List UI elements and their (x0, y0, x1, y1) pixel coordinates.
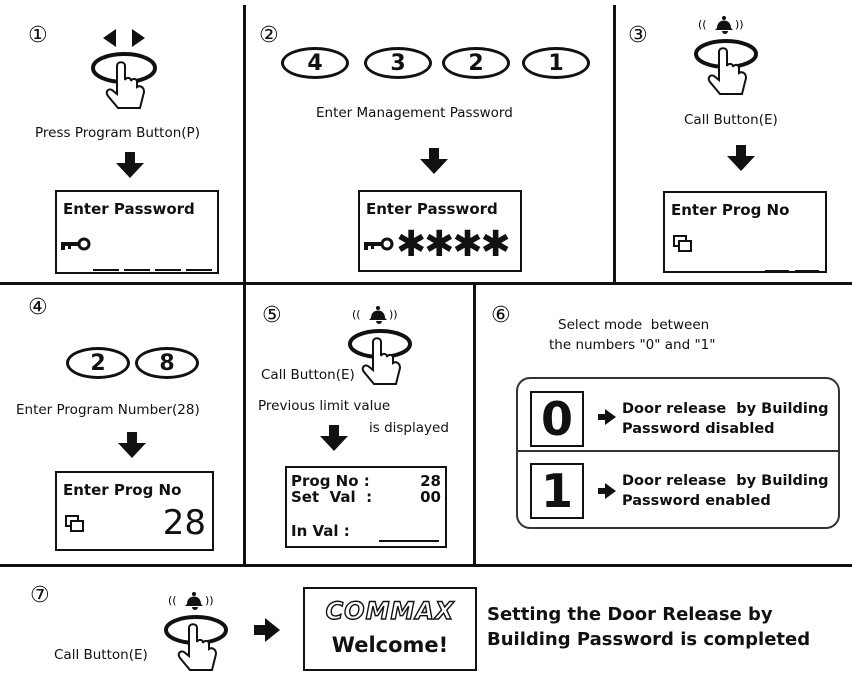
prog-blanks (765, 259, 821, 278)
step1-screen-title: Enter Password (63, 200, 195, 218)
down-arrow-icon (116, 152, 144, 182)
step5-screen: Prog No : 28 Set Val : 00 In Val : (285, 466, 447, 548)
copy-icon (65, 515, 85, 537)
right-arrow-icon (598, 483, 616, 503)
key-8: 8 (135, 347, 199, 379)
divider-row1-col2 (613, 5, 616, 283)
set-val-value: 00 (420, 488, 441, 506)
commax-logo: COMMAX (325, 596, 455, 625)
divider-row2-col1 (243, 283, 246, 565)
svg-text:((: (( (168, 594, 177, 607)
left-right-arrows-icon (103, 28, 145, 52)
key-3: 3 (364, 47, 432, 79)
mode-0-line2: Password disabled (622, 421, 775, 437)
svg-text:((: (( (698, 18, 707, 31)
step4-screen-title: Enter Prog No (63, 481, 182, 499)
completion-message-line2: Building Password is completed (487, 629, 811, 650)
step6-number: ⑥ (491, 303, 511, 328)
mode-divider (518, 450, 838, 452)
step4-number: ④ (28, 295, 48, 320)
step6-title-line1: Select mode between (558, 317, 710, 333)
step3-screen-title: Enter Prog No (671, 201, 790, 219)
step3-screen: Enter Prog No (663, 191, 827, 273)
welcome-text: Welcome! (331, 633, 449, 657)
step2-label: Enter Management Password (316, 105, 513, 121)
step5-button-label: Call Button(E) (261, 367, 355, 383)
key-icon (364, 236, 394, 255)
password-stars: ✱✱✱✱ (396, 224, 511, 265)
copy-icon (673, 235, 693, 257)
down-arrow-icon (320, 425, 348, 455)
call-button-icon: (( )) (160, 586, 230, 675)
key-4: 4 (281, 47, 349, 79)
down-arrow-icon (118, 432, 146, 462)
svg-text:)): )) (205, 594, 214, 607)
mode-selection-box: 0 Door release by Building Password disa… (516, 377, 840, 529)
prog-no-label: Prog No : (291, 472, 370, 490)
password-blanks (93, 258, 213, 277)
in-val-blank (379, 540, 439, 542)
step5-note-line2: is displayed (369, 420, 449, 436)
divider-row2-bottom (0, 564, 852, 567)
step1-number: ① (28, 23, 48, 48)
step4-screen-value: 28 (162, 503, 206, 543)
key-2: 2 (442, 47, 510, 79)
divider-row1-bottom (0, 282, 852, 285)
svg-text:((: (( (352, 308, 361, 321)
divider-row1-col1 (243, 5, 246, 283)
set-val-label: Set Val : (291, 488, 373, 506)
divider-row2-col2 (473, 283, 476, 565)
step2-number: ② (259, 23, 279, 48)
key-2: 2 (66, 347, 130, 379)
step4-screen: Enter Prog No 28 (55, 471, 214, 551)
step7-number: ⑦ (30, 583, 50, 608)
svg-text:)): )) (735, 18, 744, 31)
mode-1-digit: 1 (530, 463, 584, 519)
prog-no-value: 28 (420, 472, 441, 490)
step4-label: Enter Program Number(28) (16, 402, 200, 418)
step2-screen: Enter Password ✱✱✱✱ (358, 190, 522, 272)
down-arrow-icon (727, 145, 755, 175)
down-arrow-icon (420, 148, 448, 178)
step1-screen: Enter Password (55, 190, 219, 274)
step5-number: ⑤ (262, 303, 282, 328)
right-arrow-icon (254, 618, 280, 646)
step1-label: Press Program Button(P) (35, 125, 200, 141)
key-icon (61, 236, 91, 255)
key-1: 1 (522, 47, 590, 79)
call-button-icon: (( )) (690, 10, 760, 99)
mode-0-line1: Door release by Building (622, 401, 829, 417)
svg-text:)): )) (389, 308, 398, 321)
right-arrow-icon (598, 409, 616, 429)
in-val-label: In Val : (291, 522, 350, 540)
step3-number: ③ (628, 23, 648, 48)
mode-1-line2: Password enabled (622, 493, 771, 509)
step7-label: Call Button(E) (54, 647, 148, 663)
mode-0-digit: 0 (530, 391, 584, 447)
step5-note-line1: Previous limit value (258, 398, 391, 414)
step7-screen: COMMAX Welcome! (303, 587, 477, 671)
call-button-icon: (( )) (344, 300, 414, 389)
step3-label: Call Button(E) (684, 112, 778, 128)
program-button-icon (90, 52, 160, 116)
step6-title-line2: the numbers "0" and "1" (549, 337, 716, 353)
step2-screen-title: Enter Password (366, 200, 498, 218)
mode-1-line1: Door release by Building (622, 473, 829, 489)
completion-message-line1: Setting the Door Release by (487, 604, 773, 625)
